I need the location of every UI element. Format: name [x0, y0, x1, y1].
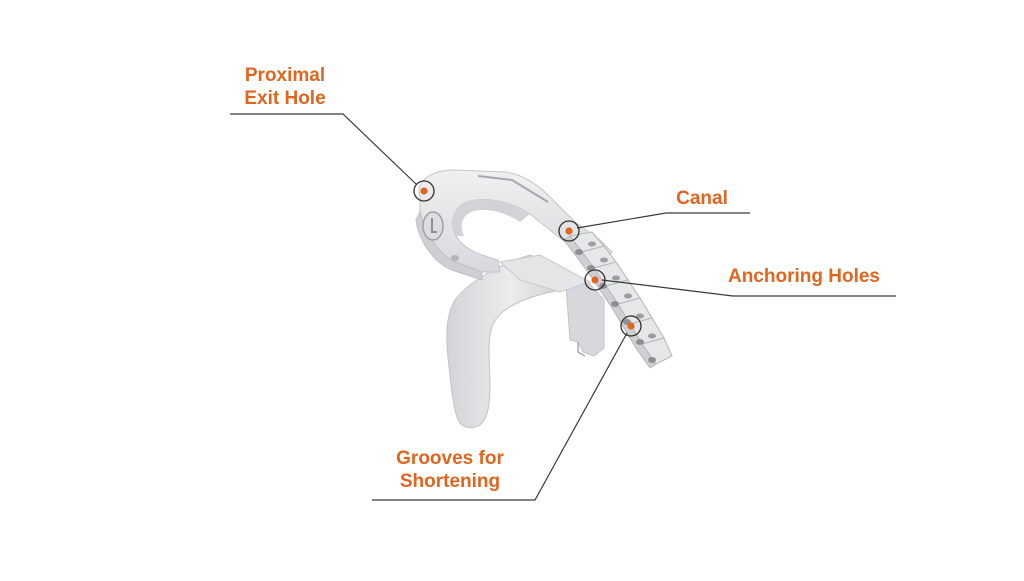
- label-line: Canal: [676, 188, 728, 209]
- leader-proximal-exit-hole: [230, 113, 417, 185]
- label-line: Anchoring Holes: [727, 266, 880, 287]
- device-front-leg: [446, 254, 576, 429]
- device-side-hole-mark: [431, 218, 437, 233]
- callout-ring: [558, 220, 580, 242]
- device-rear-fork: [565, 281, 605, 357]
- callout-ring: [620, 315, 642, 337]
- callout-grooves-for-shortening: [620, 315, 642, 337]
- callout-ring: [413, 180, 435, 202]
- label-canal: Canal: [662, 187, 742, 210]
- callout-dot: [627, 322, 635, 330]
- callout-dot: [565, 227, 573, 235]
- callout-canal: [558, 220, 580, 242]
- callout-dot: [591, 276, 599, 284]
- leader-grooves-for-shortening: [372, 332, 628, 501]
- label-line: Proximal: [244, 65, 326, 86]
- callout-anchoring-holes: [584, 269, 606, 291]
- device-hook-inner-shadow: [452, 199, 530, 236]
- label-anchoring-holes: Anchoring Holes: [704, 265, 904, 288]
- label-line: Grooves for: [396, 448, 504, 469]
- callout-dot: [420, 187, 428, 195]
- device-bridge: [498, 254, 592, 293]
- device-small-screw: [451, 255, 459, 261]
- leader-lines: [230, 113, 896, 501]
- leader-canal: [576, 212, 750, 229]
- label-grooves-for-shortening: Grooves for Shortening: [372, 447, 528, 493]
- label-proximal-exit-hole: Proximal Exit Hole: [226, 64, 344, 110]
- device-rear-fork-notch: [577, 342, 586, 357]
- callout-proximal-exit-hole: [413, 180, 435, 202]
- leader-anchoring-holes: [601, 279, 896, 297]
- callout-ring: [584, 269, 606, 291]
- osteotomy-plate-device: [415, 169, 673, 429]
- device-canal-slot: [477, 175, 549, 203]
- label-line: Exit Hole: [244, 88, 326, 109]
- label-line: Shortening: [399, 471, 501, 492]
